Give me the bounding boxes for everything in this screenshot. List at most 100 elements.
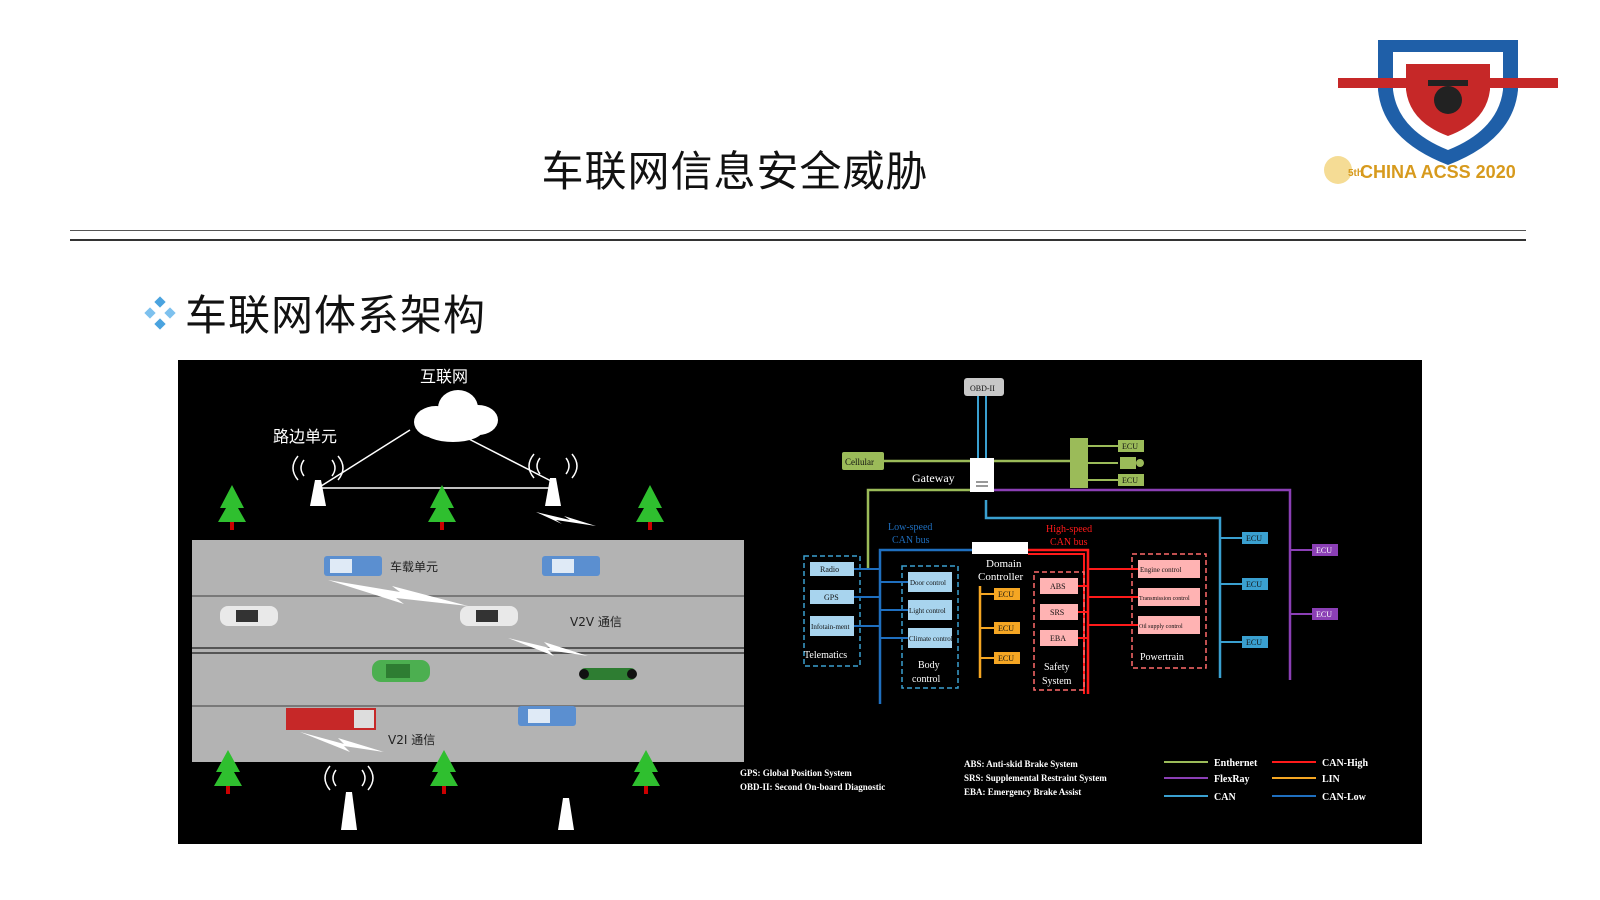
ecu-label: ECU: [1122, 476, 1138, 485]
note-obd: OBD-II: Second On-board Diagnostic: [740, 782, 885, 792]
telematics-group: [803, 555, 861, 667]
obd-box: [964, 378, 1004, 396]
tree-icon: [430, 750, 458, 794]
gateway-box: [970, 458, 994, 492]
truck-icon: [518, 706, 576, 726]
ecu-box: [1118, 474, 1144, 486]
ecu-label: ECU: [1246, 580, 1262, 589]
rsu-antenna-icon: [528, 453, 578, 506]
legend-ethernet: Enthernet: [1214, 758, 1258, 769]
tree-icon: [214, 750, 242, 794]
rsu-antenna-icon: [292, 455, 344, 506]
v2v-label: V2V 通信: [570, 615, 622, 629]
ecu-box: [1242, 578, 1268, 590]
ecu-label: ECU: [1316, 610, 1332, 619]
ecu-label: ECU: [1246, 534, 1262, 543]
tree-icon: [428, 485, 456, 530]
light-control-label: Light control: [909, 607, 946, 615]
powertrain-label: Powertrain: [1140, 652, 1184, 663]
header-rule-thin: [70, 230, 1526, 231]
internet-label: 互联网: [420, 367, 468, 386]
note-srs: SRS: Supplemental Restraint System: [964, 773, 1107, 783]
obu-label: 车载单元: [390, 559, 438, 574]
ecu-label: ECU: [998, 624, 1014, 633]
ecu-box: [1312, 544, 1338, 556]
header-rule-thick: [70, 239, 1526, 241]
gps-box: [810, 590, 854, 604]
ecu-label: ECU: [1122, 442, 1138, 451]
shield-icon: [1338, 40, 1558, 165]
telematics-label: Telematics: [804, 650, 847, 661]
legend-can-low: CAN-Low: [1322, 792, 1367, 803]
section-heading: 车联网体系架构: [143, 282, 486, 343]
car-icon: [460, 606, 518, 626]
engine-control-label: Engine control: [1140, 566, 1181, 574]
climate-control-label: Climate control: [909, 635, 953, 643]
truck-icon: [324, 556, 382, 576]
obd-label: OBD-II: [970, 384, 995, 393]
body-control-group: [901, 565, 959, 689]
legend-can-high: CAN-High: [1322, 758, 1369, 769]
low-speed-label-2: CAN bus: [892, 535, 930, 546]
abs-box: [1040, 578, 1078, 594]
gps-label: GPS: [824, 593, 839, 602]
ecu-label: ECU: [998, 654, 1014, 663]
ecu-label: ECU: [1246, 638, 1262, 647]
powertrain-group: [1131, 553, 1207, 669]
logo-edition: 5th: [1348, 168, 1363, 179]
low-speed-label: Low-speed: [888, 522, 932, 533]
door-control-label: Door control: [910, 579, 946, 587]
body-label-2: control: [912, 674, 941, 685]
legend-lin: LIN: [1322, 774, 1341, 785]
tree-icon: [218, 485, 246, 530]
oil-supply-control-label: Oil supply control: [1139, 624, 1183, 630]
tree-icon: [636, 485, 664, 530]
ecu-box: [994, 588, 1020, 600]
safety-label: Safety: [1044, 662, 1070, 673]
ecu-box: [1242, 532, 1268, 544]
radio-box: [810, 562, 854, 576]
high-speed-label: High-speed: [1046, 524, 1092, 535]
architecture-panel: 互联网 路边单元 车载单元 V2V 通信: [178, 360, 1422, 844]
ecu-box: [994, 652, 1020, 664]
note-abs: ABS: Anti-skid Brake System: [964, 759, 1078, 769]
rsu-label: 路边单元: [273, 427, 337, 446]
domain-controller-box: [972, 542, 1028, 554]
infotainment-label: Infotain-ment: [811, 623, 850, 631]
body-label: Body: [918, 660, 940, 671]
car-icon: [220, 606, 278, 626]
legend-can: CAN: [1214, 792, 1236, 803]
note-gps: GPS: Global Position System: [740, 768, 852, 778]
section-title: 车联网体系架构: [185, 291, 487, 340]
engine-control-box: [1138, 560, 1200, 578]
domain-label: Domain: [986, 558, 1022, 570]
infotainment-box: [810, 616, 854, 636]
ecu-label: ECU: [998, 590, 1014, 599]
ethernet-switch: [1070, 438, 1088, 488]
vehicle-architecture: OBD-II Cellular Gateway ECU ECU ECU ECU: [740, 378, 1369, 803]
ecu-box: [994, 622, 1020, 634]
cellular-label: Cellular: [845, 457, 874, 467]
srs-label: SRS: [1050, 608, 1064, 617]
note-eba: EBA: Emergency Brake Assist: [964, 787, 1081, 797]
transmission-control-box: [1138, 588, 1200, 606]
rsu-antenna-icon: [324, 765, 374, 830]
oil-supply-control-box: [1138, 616, 1200, 634]
domain-label-2: Controller: [978, 571, 1024, 583]
motorcycle-icon: [579, 668, 637, 680]
radio-label: Radio: [820, 565, 839, 574]
v2i-label: V2I 通信: [388, 733, 435, 747]
cellular-box: [842, 452, 884, 470]
door-control-box: [908, 572, 952, 592]
road-scene: 互联网 路边单元 车载单元 V2V 通信: [192, 367, 744, 830]
diamond-bullet-icon: [144, 295, 176, 330]
car-icon: [372, 660, 430, 682]
camera-icon: [1120, 457, 1144, 469]
ecu-label: ECU: [1316, 546, 1332, 555]
logo-text: CHINA ACSS 2020: [1360, 162, 1516, 182]
rsu-antenna-icon: [558, 798, 574, 830]
legend-flexray: FlexRay: [1214, 774, 1250, 785]
slide-title: 车联网信息安全威胁: [541, 147, 929, 196]
climate-control-box: [908, 628, 952, 648]
srs-box: [1040, 604, 1078, 620]
